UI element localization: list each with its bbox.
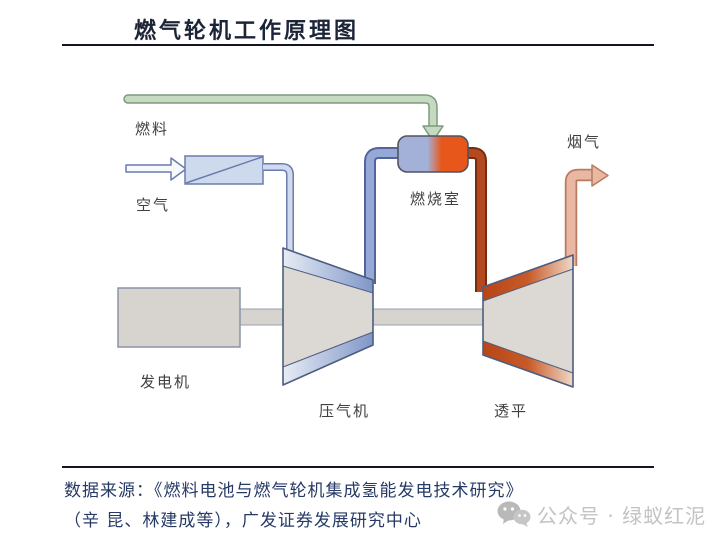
compressor-label: 压气机 [319,402,371,420]
air-label: 空气 [136,196,171,214]
air-inlet-arrow-icon [125,157,187,181]
fuel-label: 燃料 [135,120,170,138]
intake-pipe [263,163,294,256]
watermark: 公众号 · 绿蚁红泥 [494,499,710,530]
data-source-line2: （辛 昆、林建成等），广发证券发展研究中心 [64,511,422,531]
generator-shape [117,287,241,348]
title-divider [62,44,654,46]
intake-filter [184,155,264,185]
data-source-line1: 数据来源：《燃料电池与燃气轮机集成氢能发电技术研究》 [64,481,524,501]
footer-divider [62,466,654,468]
compressor-shape [282,247,374,386]
exhaust-pipe [564,164,609,266]
turbine-shape [482,254,574,388]
fuel-arrow-icon [422,125,444,142]
combustion-chamber-label: 燃烧室 [410,190,462,208]
generator-label: 发电机 [140,373,192,391]
hot-gas-pipe [466,147,487,292]
figure-title: 燃气轮机工作原理图 [134,18,360,44]
exhaust-arrow-icon [591,164,609,187]
combustion-chamber-shape [397,135,469,173]
exhaust-gas-label: 烟气 [567,133,602,151]
wechat-icon [497,501,531,527]
watermark-text: 公众号 · 绿蚁红泥 [537,504,707,528]
compressor-outlet-pipe [364,147,400,284]
turbine-label: 透平 [494,402,529,420]
fuel-pipe [123,94,444,142]
